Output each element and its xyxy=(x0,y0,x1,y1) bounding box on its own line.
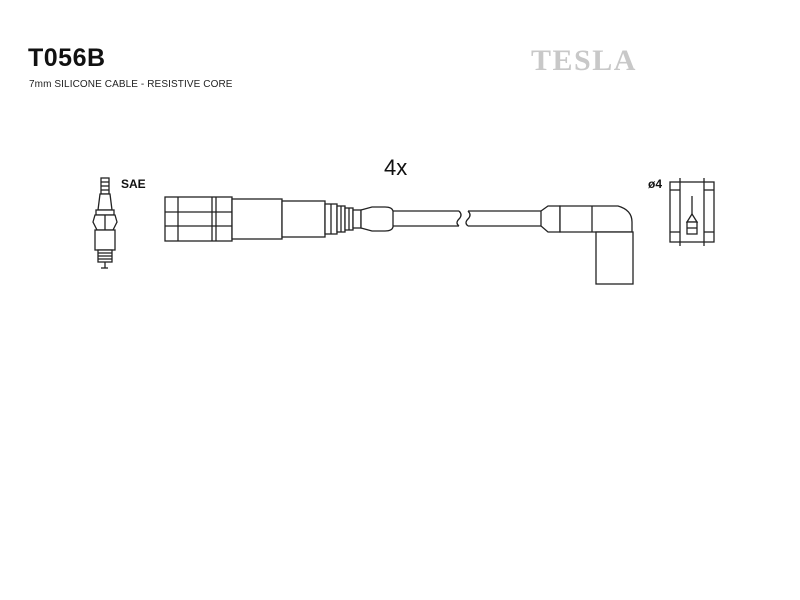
terminal-label: ø4 xyxy=(648,177,662,191)
terminal-icon xyxy=(669,178,715,246)
quantity-label: 4x xyxy=(384,155,407,180)
ignition-cable xyxy=(393,210,541,227)
spark-plug-label: SAE xyxy=(121,177,146,191)
spark-plug-icon xyxy=(92,177,118,269)
cable-description: 7mm SILICONE CABLE - RESISTIVE CORE xyxy=(29,79,233,90)
coil-boot-icon xyxy=(540,205,634,285)
brand-logo: TESLA xyxy=(531,44,637,77)
part-code: T056B xyxy=(28,44,106,72)
plug-boot-icon xyxy=(164,196,394,242)
